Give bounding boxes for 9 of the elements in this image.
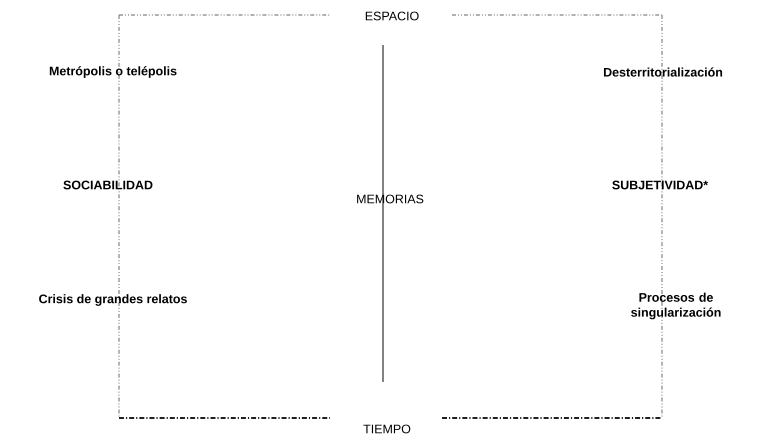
concept-label: Desterritorialización (604, 67, 722, 77)
concept-label: Metrópolis o telépolis (50, 66, 176, 78)
concept-label: SUBJETIVIDAD* (612, 180, 708, 190)
concept-label: Procesos de singularización (631, 292, 721, 320)
axis-label: ESPACIO (366, 12, 419, 20)
axis-label: MEMORIAS (357, 194, 424, 204)
concept-label: Crisis de grandes relatos (39, 294, 187, 306)
concept-label: SOCIABILIDAD (63, 180, 152, 190)
axis-label: TIEMPO (363, 424, 410, 434)
